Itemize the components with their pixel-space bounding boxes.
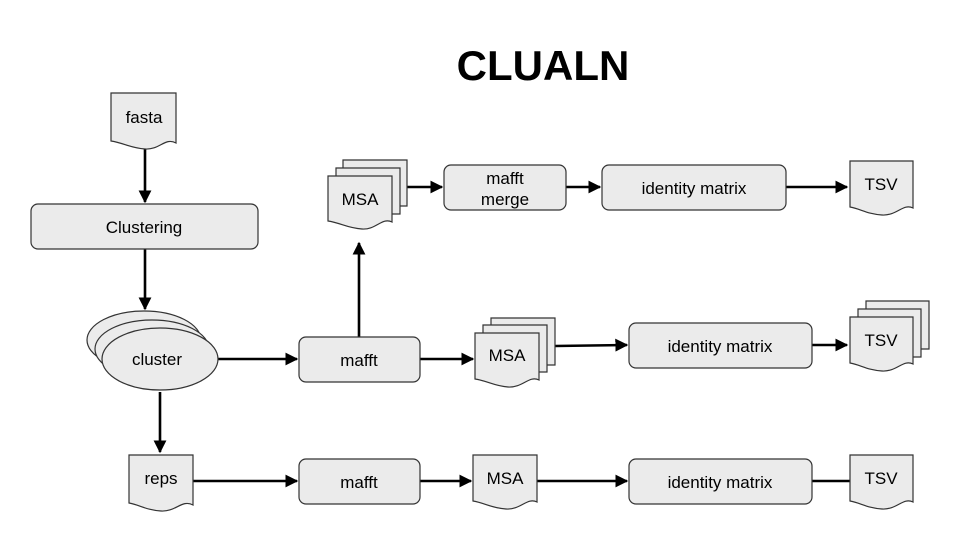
mafft-mid-label: mafft <box>340 351 378 370</box>
tsv-top-label: TSV <box>864 175 898 194</box>
tsv-bot-document-node: TSV <box>849 454 914 510</box>
fasta-label: fasta <box>126 108 163 127</box>
identity-matrix-top-label: identity matrix <box>642 179 747 198</box>
msa-top-multidoc-node: MSA <box>327 159 408 230</box>
tsv-bot-label: TSV <box>864 469 898 488</box>
identity-matrix-mid-node: identity matrix <box>628 322 813 369</box>
msa-top-label: MSA <box>342 190 380 209</box>
msa-bot-label: MSA <box>487 469 525 488</box>
msa-mid-label: MSA <box>489 346 527 365</box>
mafft-merge-label-line1: mafft <box>486 169 524 188</box>
msa-bot-document-node: MSA <box>472 454 538 510</box>
identity-matrix-top-node: identity matrix <box>601 164 787 211</box>
mafft-merge-label-line2: merge <box>481 190 529 209</box>
clustering-process-node: Clustering <box>30 203 259 250</box>
cluster-label: cluster <box>132 350 182 369</box>
mafft-bot-label: mafft <box>340 473 378 492</box>
msa-mid-multidoc-node: MSA <box>474 317 556 388</box>
identity-matrix-bot-label: identity matrix <box>668 473 773 492</box>
cluster-stacked-node: cluster <box>86 310 219 391</box>
mafft-mid-process-node: mafft <box>298 336 421 383</box>
reps-document-node: reps <box>128 454 194 512</box>
tsv-mid-label: TSV <box>864 331 898 350</box>
tsv-top-document-node: TSV <box>849 160 914 216</box>
identity-matrix-mid-label: identity matrix <box>668 337 773 356</box>
identity-matrix-bot-node: identity matrix <box>628 458 813 505</box>
fasta-document-node: fasta <box>110 92 177 150</box>
clustering-label: Clustering <box>106 218 183 237</box>
tsv-mid-multidoc-node: TSV <box>849 300 930 372</box>
edges <box>138 146 850 488</box>
mafft-merge-process-node: mafft merge <box>443 164 567 211</box>
mafft-bot-process-node: mafft <box>298 458 421 505</box>
edge-msa-mid-identity-mid <box>554 338 629 352</box>
diagram-title: CLUALN <box>457 42 630 89</box>
reps-label: reps <box>144 469 177 488</box>
